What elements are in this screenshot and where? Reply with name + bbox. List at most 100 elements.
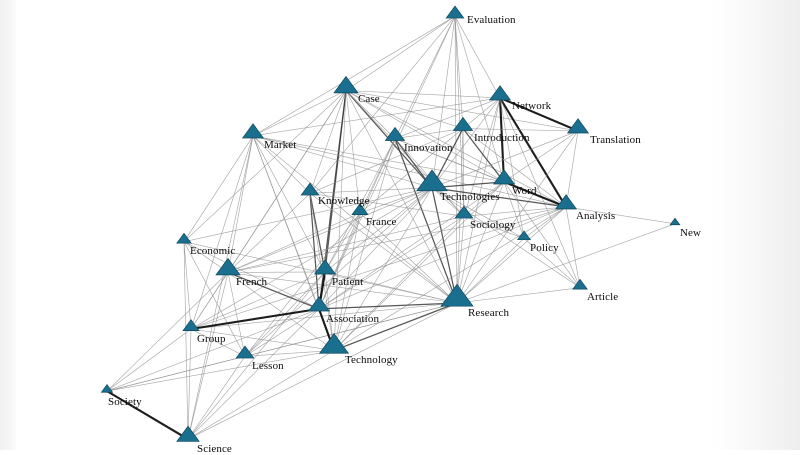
edge (565, 206, 676, 225)
edge (499, 97, 567, 208)
node-label-french: French (236, 276, 268, 288)
edge (431, 187, 465, 217)
edge (333, 90, 347, 351)
graph-node[interactable] (307, 296, 331, 312)
edge (227, 193, 311, 273)
graph-node[interactable] (313, 259, 337, 275)
edge (454, 16, 505, 182)
graph-node[interactable] (572, 278, 588, 290)
graph-node[interactable] (300, 182, 320, 196)
edge (187, 272, 229, 440)
edge (345, 90, 464, 129)
graph-node[interactable] (384, 126, 406, 141)
edge (333, 216, 465, 351)
edge (190, 328, 246, 357)
edge (456, 223, 676, 304)
edge (183, 90, 347, 242)
graph-node[interactable] (416, 169, 448, 192)
edge (183, 241, 189, 440)
edge (462, 128, 465, 217)
edge (359, 212, 458, 304)
edge (227, 272, 246, 357)
edge (454, 16, 501, 99)
graph-node[interactable] (241, 123, 265, 139)
edge (565, 206, 581, 288)
node-group (100, 5, 681, 442)
edge (227, 271, 326, 273)
graph-node[interactable] (235, 345, 255, 359)
edge (345, 90, 361, 214)
edge (183, 241, 246, 357)
edge (431, 187, 581, 288)
edge (503, 181, 525, 239)
graph-node[interactable] (452, 116, 474, 131)
graph-node[interactable] (333, 75, 359, 94)
edge (227, 187, 433, 273)
edge (190, 328, 335, 351)
edge (523, 206, 567, 239)
edge (456, 287, 581, 304)
edge (183, 241, 192, 330)
graph-node[interactable] (176, 232, 192, 244)
node-label-innovation: Innovation (404, 142, 453, 154)
graph-node[interactable] (516, 230, 532, 241)
graph-node[interactable] (215, 257, 241, 276)
node-label-technologies: Technologies (440, 191, 500, 203)
edge (187, 350, 335, 440)
graph-node[interactable] (492, 169, 516, 185)
edge (187, 135, 254, 440)
edge (463, 206, 567, 217)
edge (318, 212, 361, 310)
edge (333, 302, 458, 351)
edge (318, 181, 505, 310)
edge (309, 193, 458, 304)
edge (394, 16, 456, 139)
node-label-economic: Economic (190, 245, 236, 257)
edge (309, 192, 465, 217)
graph-node[interactable] (454, 205, 474, 219)
node-label-word: Word (512, 185, 537, 197)
edge (309, 90, 347, 194)
edge (318, 206, 567, 310)
node-label-translation: Translation (590, 134, 641, 146)
edge (187, 302, 458, 440)
graph-node[interactable] (182, 319, 200, 331)
edge (227, 272, 335, 351)
edge (227, 272, 458, 304)
edge (324, 271, 458, 304)
graph-node[interactable] (318, 333, 350, 354)
graph-node[interactable] (351, 203, 369, 215)
edge (190, 206, 567, 330)
edge (190, 271, 326, 330)
node-label-research: Research (468, 307, 510, 319)
graph-node[interactable] (440, 283, 474, 307)
graph-node[interactable] (554, 194, 578, 210)
node-label-network: Network (512, 100, 552, 112)
graph-node[interactable] (100, 383, 114, 393)
edge (190, 272, 229, 330)
graph-node[interactable] (445, 5, 465, 19)
edge (333, 187, 433, 351)
edge (227, 215, 465, 273)
edge (498, 97, 506, 182)
node-label-sociology: Sociology (470, 219, 516, 231)
edge (454, 16, 458, 304)
graph-node[interactable] (566, 118, 590, 134)
edge (252, 135, 433, 188)
graph-node[interactable] (488, 85, 512, 101)
edge (252, 16, 456, 137)
graph-node[interactable] (176, 425, 200, 442)
edge (333, 206, 567, 351)
node-label-lesson: Lesson (252, 360, 284, 372)
edge (244, 308, 320, 357)
edge (183, 135, 254, 242)
edge (227, 135, 254, 273)
edge (252, 135, 311, 194)
edge (106, 390, 189, 441)
edge (252, 97, 501, 137)
node-label-article: Article (587, 291, 619, 303)
edge (431, 16, 456, 188)
edge (503, 180, 567, 208)
edge (503, 181, 581, 288)
graph-node[interactable] (669, 217, 681, 226)
